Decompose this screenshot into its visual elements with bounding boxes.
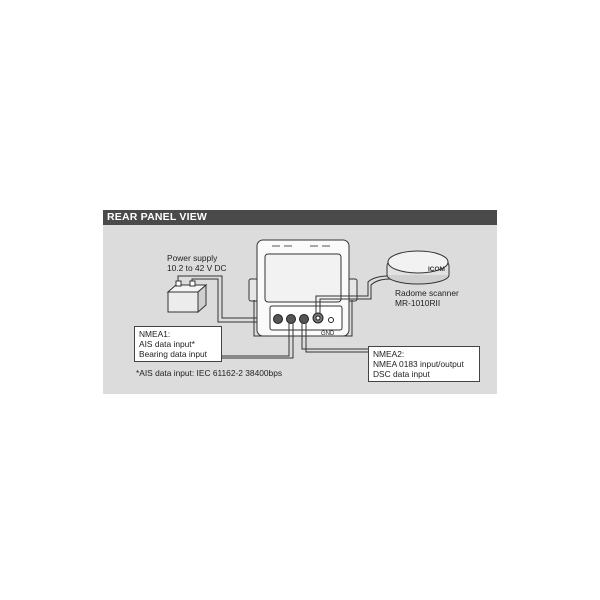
nmea2-info-box: NMEA2: NMEA 0183 input/output DSC data i… [368, 346, 480, 382]
nmea2-line2: DSC data input [373, 369, 430, 379]
radome-line1: Radome scanner [395, 288, 459, 298]
power-supply-label: Power supply 10.2 to 42 V DC [167, 253, 227, 273]
nmea2-line1: NMEA 0183 input/output [373, 359, 464, 369]
power-supply-line2: 10.2 to 42 V DC [167, 263, 227, 273]
gnd-terminal [328, 317, 334, 323]
power-port [273, 314, 283, 324]
nmea2-title: NMEA2: [373, 349, 405, 359]
footnote: *AIS data input: IEC 61162-2 38400bps [136, 368, 283, 378]
nmea1-title: NMEA1: [139, 329, 171, 339]
section-title: REAR PANEL VIEW [107, 211, 208, 223]
nmea2-cable [301, 323, 368, 353]
radome-scanner-icon [386, 250, 450, 285]
battery-icon [166, 280, 208, 314]
connector-ports [273, 312, 334, 324]
nmea2-port [299, 314, 309, 324]
nmea1-line1: AIS data input* [139, 339, 195, 349]
power-cable [177, 275, 274, 323]
section-header-bar: REAR PANEL VIEW [103, 210, 497, 225]
power-supply-line1: Power supply [167, 253, 218, 263]
antenna-cable [315, 275, 391, 313]
radome-line2: MR-1010RII [395, 298, 441, 308]
radome-brand: ICOM [428, 266, 445, 273]
nmea1-line2: Bearing data input [139, 349, 207, 359]
nmea1-port [286, 314, 296, 324]
nmea1-cable [222, 323, 294, 359]
radome-scanner-label: Radome scanner MR-1010RII [395, 288, 459, 308]
gnd-label: GND [321, 331, 335, 337]
nmea1-info-box: NMEA1: AIS data input* Bearing data inpu… [134, 326, 222, 362]
